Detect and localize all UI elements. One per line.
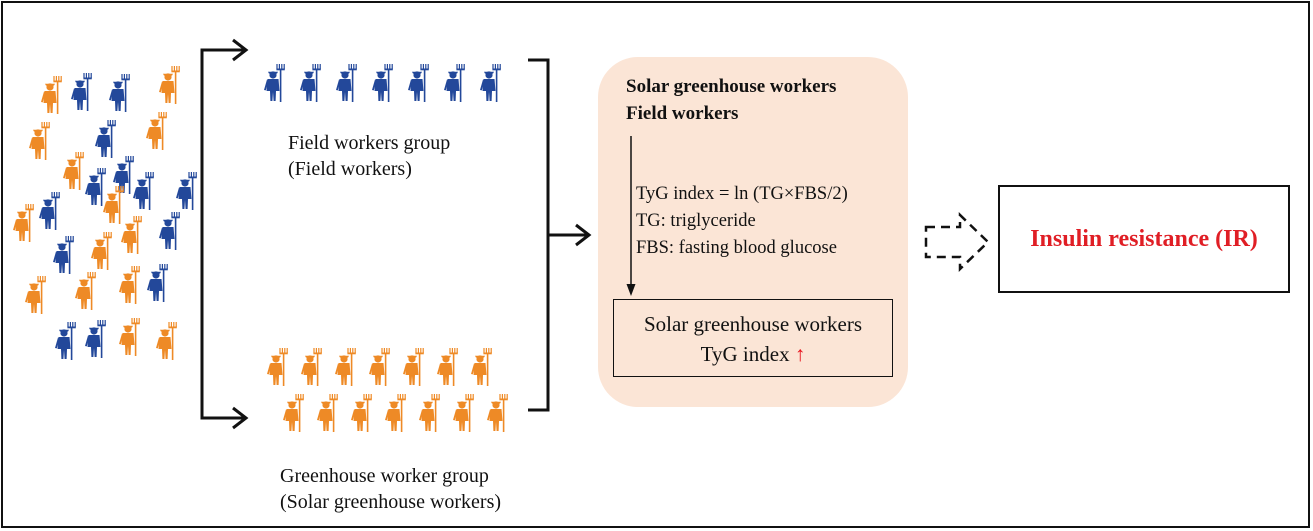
farm-worker-icon — [133, 172, 154, 210]
farm-worker-icon — [25, 276, 46, 314]
tyg-formula: TyG index = ln (TG×FBS/2) — [636, 184, 848, 204]
merge-bracket — [528, 58, 592, 412]
insulin-resistance-label: Insulin resistance (IR) — [1030, 225, 1258, 252]
dashed-right-arrow-icon — [924, 212, 990, 272]
fbs-definition: FBS: fasting blood glucose — [636, 238, 837, 258]
farm-worker-icon — [95, 120, 116, 158]
greenhouse-group-sublabel: (Solar greenhouse workers) — [280, 491, 502, 513]
farm-worker-icon — [146, 112, 167, 150]
farm-worker-icon — [300, 64, 321, 102]
result-line2: TyG index ↑ — [614, 339, 892, 369]
field-group-label: Field workers group — [288, 132, 451, 154]
tyg-panel — [598, 57, 908, 407]
farm-worker-icon — [119, 318, 140, 356]
farm-worker-icon — [335, 348, 356, 386]
farm-worker-icon — [119, 266, 140, 304]
farm-worker-icon — [147, 264, 168, 302]
farm-worker-icon — [109, 74, 130, 112]
farm-worker-icon — [267, 348, 288, 386]
farm-worker-icon — [408, 64, 429, 102]
farm-worker-icon — [403, 348, 424, 386]
farm-worker-icon — [103, 186, 124, 224]
farm-worker-icon — [480, 64, 501, 102]
outcome-box: Insulin resistance (IR) — [998, 185, 1290, 293]
farm-worker-icon — [317, 394, 338, 432]
result-tyg-label: TyG index — [700, 342, 790, 366]
farm-worker-icon — [91, 232, 112, 270]
farm-worker-icon — [283, 394, 304, 432]
greenhouse-worker-cluster — [267, 348, 508, 432]
panel-header-field: Field workers — [626, 103, 739, 124]
farm-worker-icon — [444, 64, 465, 102]
farm-worker-icon — [156, 322, 177, 360]
farm-worker-icon — [471, 348, 492, 386]
farm-worker-icon — [372, 64, 393, 102]
farm-worker-icon — [13, 204, 34, 242]
farm-worker-icon — [159, 212, 180, 250]
farm-worker-icon — [301, 348, 322, 386]
farm-worker-icon — [55, 322, 76, 360]
tg-definition: TG: triglyceride — [636, 211, 756, 231]
farm-worker-icon — [85, 320, 106, 358]
farm-worker-icon — [121, 216, 142, 254]
farm-worker-icon — [385, 394, 406, 432]
mixed-worker-crowd — [13, 66, 197, 360]
red-up-arrow-icon: ↑ — [794, 342, 806, 366]
farm-worker-icon — [63, 152, 84, 190]
farm-worker-icon — [351, 394, 372, 432]
result-line1: Solar greenhouse workers — [643, 312, 863, 336]
farm-worker-icon — [53, 236, 74, 274]
farm-worker-icon — [264, 64, 285, 102]
field-worker-row — [264, 64, 501, 102]
farm-worker-icon — [39, 192, 60, 230]
farm-worker-icon — [437, 348, 458, 386]
result-box: Solar greenhouse workers TyG index ↑ — [613, 299, 893, 377]
field-group-sublabel: (Field workers) — [288, 158, 412, 180]
greenhouse-group-label: Greenhouse worker group — [280, 465, 489, 487]
farm-worker-icon — [453, 394, 474, 432]
farm-worker-icon — [85, 168, 106, 206]
farm-worker-icon — [29, 122, 50, 160]
panel-header-greenhouse: Solar greenhouse workers — [626, 76, 837, 97]
farm-worker-icon — [369, 348, 390, 386]
farm-worker-icon — [41, 76, 62, 114]
down-arrow — [626, 136, 636, 296]
farm-worker-icon — [75, 272, 96, 310]
farm-worker-icon — [176, 172, 197, 210]
farm-worker-icon — [336, 64, 357, 102]
farm-worker-icon — [419, 394, 440, 432]
farm-worker-icon — [71, 73, 92, 111]
split-arrows — [200, 38, 249, 430]
farm-worker-icon — [159, 66, 180, 104]
farm-worker-icon — [487, 394, 508, 432]
